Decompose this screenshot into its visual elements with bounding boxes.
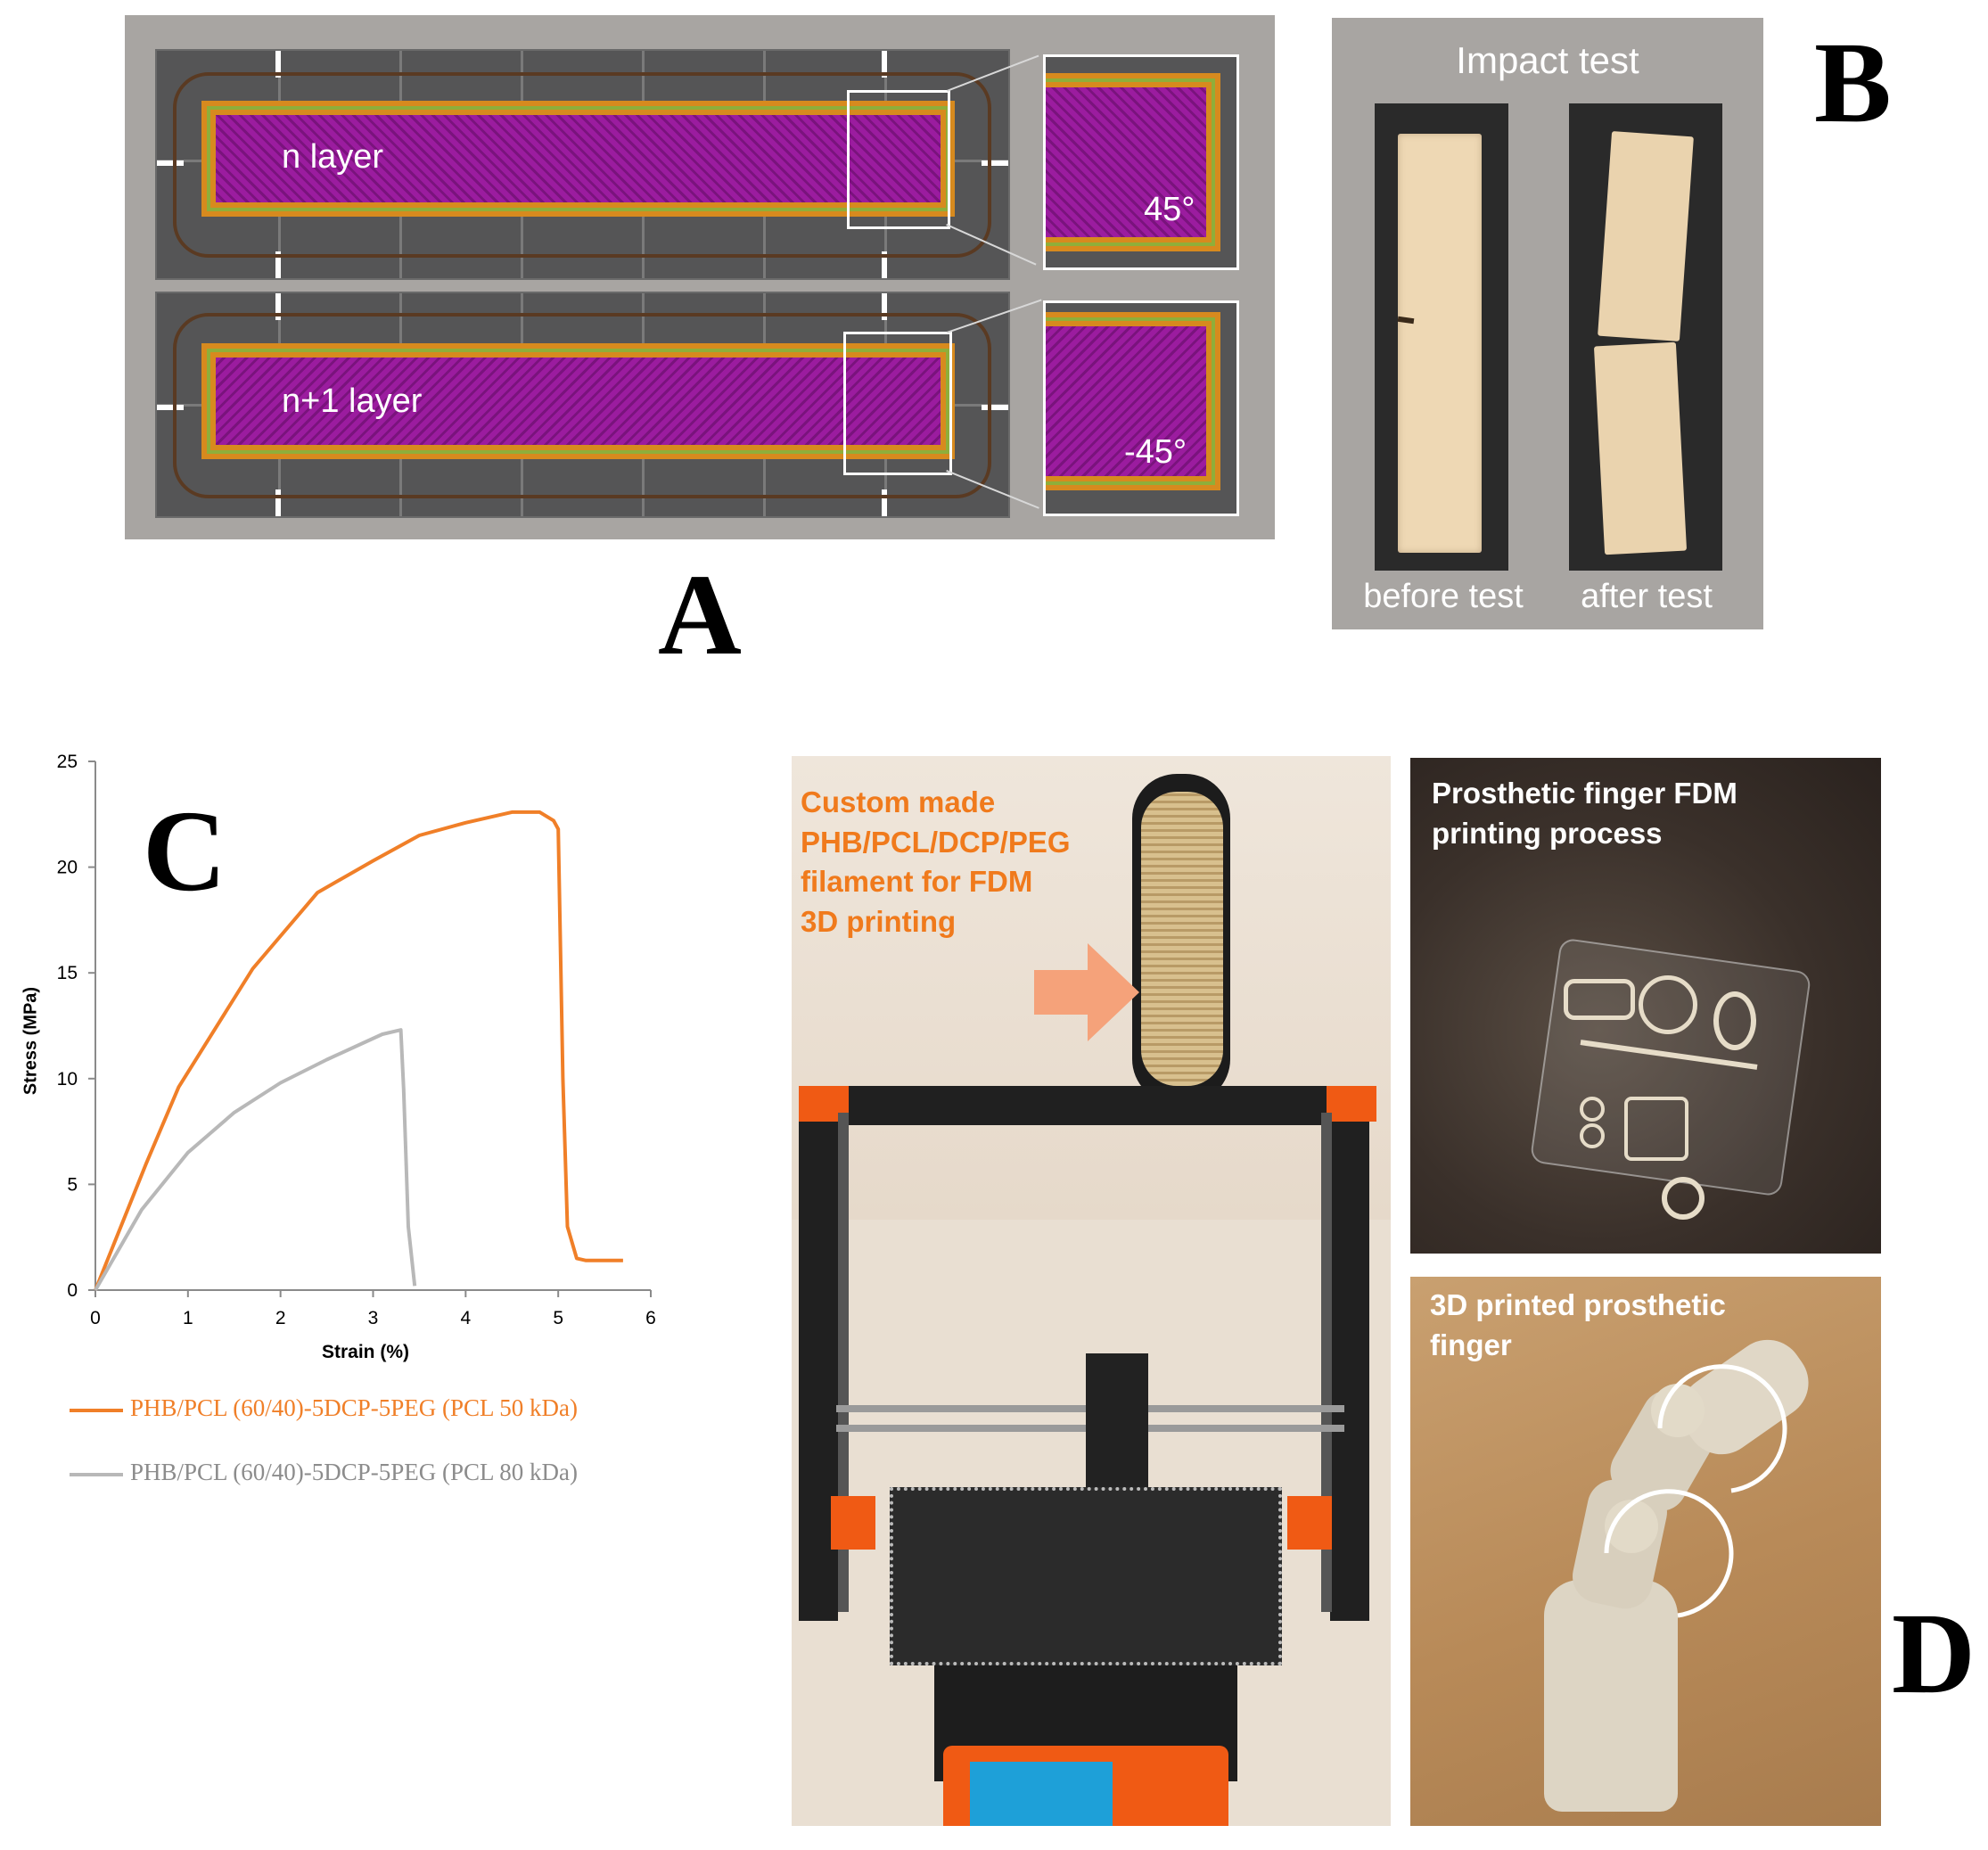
after-test-label: after test [1581, 578, 1713, 615]
extruder [1086, 1353, 1148, 1496]
photo-fdm-printing: Prosthetic finger FDM printing process [1410, 758, 1881, 1254]
zoom-inset-top: 45° [1043, 54, 1239, 270]
filament-caption-line-1: Custom made [801, 785, 996, 818]
photo-prosthetic-finger: 3D printed prosthetic finger [1410, 1277, 1881, 1826]
fdm-caption-line-1: Prosthetic finger FDM [1432, 777, 1737, 810]
zoom-source-bottom [843, 332, 952, 475]
lcd-screen [970, 1762, 1113, 1826]
zoom-source-top [847, 90, 950, 229]
legend-text-pcl80: PHB/PCL (60/40)-5DCP-5PEG (PCL 80 kDa) [130, 1459, 579, 1485]
y-tick-label: 25 [57, 752, 78, 772]
photo-before-test [1375, 103, 1508, 571]
y-tick-label: 0 [67, 1280, 78, 1301]
photo-3d-printer: Custom made PHB/PCL/DCP/PEG filament for… [792, 756, 1391, 1826]
y-tick-label: 20 [57, 858, 78, 878]
slicer-bed-bottom: n+1 layer [155, 292, 1010, 518]
filament-caption-line-2: PHB/PCL/DCP/PEG [801, 825, 1071, 859]
rotation-arrows-icon [1604, 1364, 1787, 1618]
series-line-pcl50 [94, 810, 623, 1291]
filament-caption-line-4: 3D printing [801, 904, 957, 938]
x-tick-label: 0 [90, 1308, 101, 1328]
finger-caption-line-1: 3D printed prosthetic [1430, 1288, 1726, 1321]
panel-letter-c: C [143, 787, 226, 916]
specimen-after-bottom [1593, 341, 1688, 555]
legend-swatch-pcl80 [70, 1473, 123, 1476]
pointer-arrow-icon [1034, 943, 1139, 1041]
finger-caption: 3D printed prosthetic finger [1430, 1286, 1726, 1365]
layer-n-label: n layer [282, 138, 384, 176]
angle-label-bottom: -45° [1124, 433, 1187, 471]
printer-frame [799, 1086, 1369, 1621]
print-bed [890, 1487, 1282, 1665]
y-tick-label: 15 [57, 963, 78, 983]
filament-caption-line-3: filament for FDM [801, 865, 1033, 899]
panel-a-slicer-figure: n layer 45° n+1 layer -45° [125, 15, 1275, 539]
panel-letter-a: A [658, 551, 742, 679]
finger-caption-line-2: finger [1430, 1328, 1512, 1361]
panel-b-impact-test: Impact test before test after test [1332, 18, 1763, 629]
slicer-bed-top: n layer [155, 49, 1010, 280]
y-tick-label: 5 [67, 1174, 78, 1195]
x-tick-label: 2 [275, 1308, 286, 1328]
x-tick-label: 6 [645, 1308, 656, 1328]
zoom-inset-bottom: -45° [1043, 300, 1239, 516]
legend: PHB/PCL (60/40)-5DCP-5PEG (PCL 50 kDa) P… [62, 1382, 740, 1507]
x-axis-label: Strain (%) [321, 1342, 409, 1362]
layer-n1-label: n+1 layer [282, 382, 423, 420]
specimen-after-top [1598, 131, 1694, 341]
infill-pattern-top [216, 115, 941, 202]
x-tick-label: 5 [553, 1308, 563, 1328]
panel-letter-d: D [1892, 1590, 1976, 1718]
x-tick-label: 3 [368, 1308, 379, 1328]
stress-strain-chart: 0 1 2 3 4 5 6 0 5 10 15 20 25 [57, 752, 656, 1328]
legend-text-pcl50: PHB/PCL (60/40)-5DCP-5PEG (PCL 50 kDa) [130, 1394, 579, 1421]
x-tick-label: 4 [460, 1308, 471, 1328]
y-axis-label: Stress (MPa) [21, 986, 41, 1096]
specimen-before [1398, 134, 1482, 553]
angle-label-top: 45° [1144, 191, 1195, 228]
y-tick-label: 10 [57, 1069, 78, 1089]
fdm-caption: Prosthetic finger FDM printing process [1432, 774, 1737, 853]
filament-caption: Custom made PHB/PCL/DCP/PEG filament for… [801, 783, 1071, 941]
fdm-caption-line-2: printing process [1432, 816, 1663, 850]
infill-pattern-bottom [216, 358, 941, 445]
finger-base [1544, 1580, 1678, 1812]
legend-swatch-pcl50 [70, 1409, 123, 1412]
series-line-pcl80 [94, 1028, 417, 1291]
panel-letter-b: B [1814, 19, 1892, 147]
impact-test-title: Impact test [1456, 39, 1639, 81]
x-tick-label: 1 [183, 1308, 193, 1328]
photo-after-test [1569, 103, 1722, 571]
before-test-label: before test [1363, 578, 1524, 615]
